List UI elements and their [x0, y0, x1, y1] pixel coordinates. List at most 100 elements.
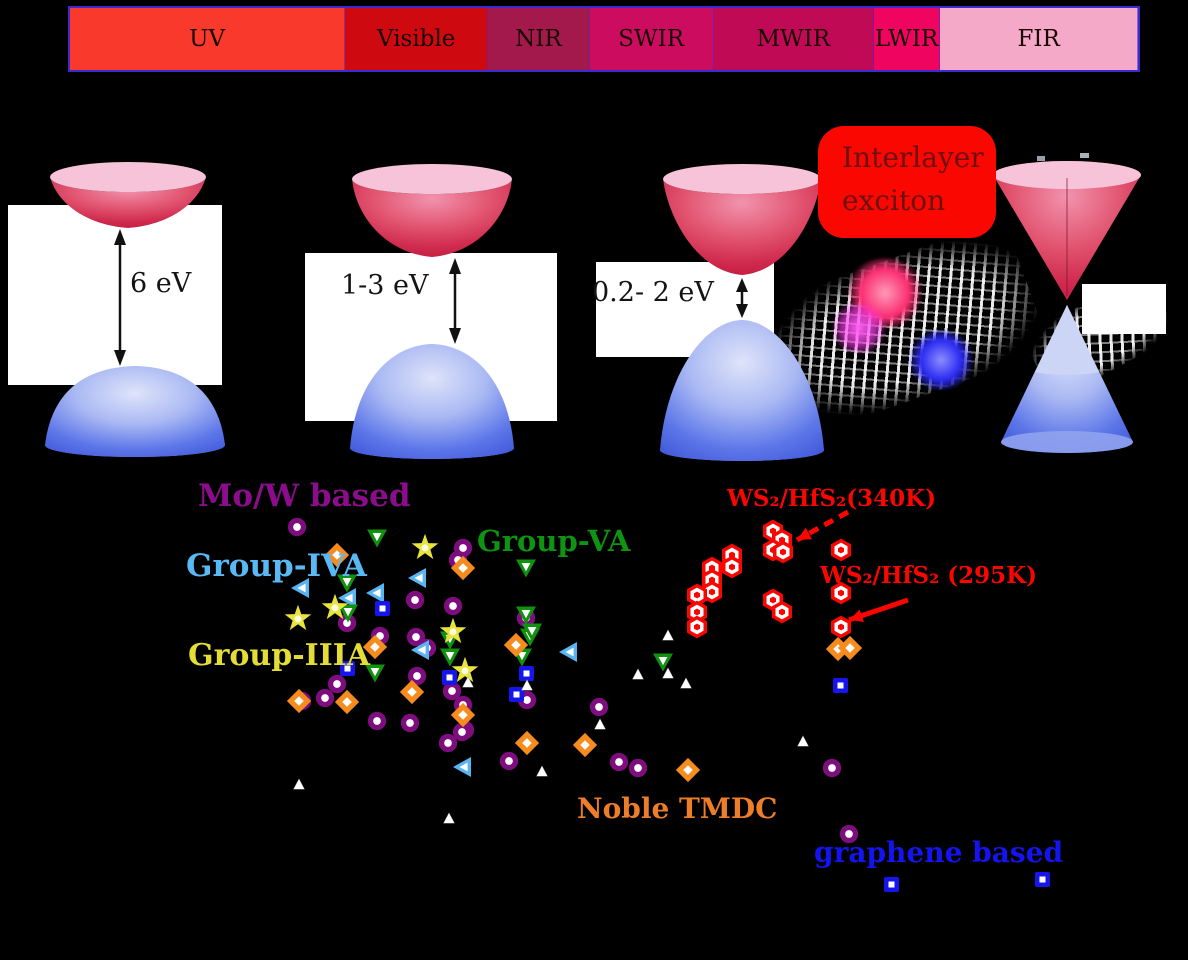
series-label: Noble TMDC: [577, 792, 778, 825]
tiny-mark-icon: [1037, 156, 1045, 161]
scatter-point-square: [517, 664, 536, 683]
gap-label-narrow: 0.2- 2 eV: [592, 277, 714, 308]
scatter-point-triangle-up: [661, 666, 675, 680]
scatter-point-hexagon: [685, 600, 709, 624]
series-label: Mo/W based: [198, 478, 411, 514]
band-diagram-mid-gap: [350, 164, 514, 459]
scatter-point-triangle-up: [535, 764, 549, 778]
scatter-point-triangle-down: [335, 571, 359, 595]
series-label: Group-IVA: [186, 548, 367, 584]
scatter-point-diamond: [334, 689, 360, 715]
series-label: WS₂/HfS₂(340K): [727, 485, 936, 512]
scatter-point-diamond: [399, 679, 425, 705]
scatter-point-triangle-left: [405, 566, 429, 590]
scatter-point-circle: [442, 595, 464, 617]
scatter-point-triangle-up: [461, 675, 475, 689]
scatter-point-triangle-down: [365, 526, 389, 550]
interlayer-exciton-text-line1: Interlayer: [842, 141, 984, 174]
gap-label-mid: 1-3 eV: [341, 270, 429, 301]
spectrum-segment-label: UV: [189, 26, 226, 52]
scatter-point-diamond: [514, 730, 540, 756]
spectrum-segment-label: Visible: [377, 26, 456, 52]
scatter-point-triangle-down: [514, 603, 538, 627]
scatter-point-circle: [326, 673, 348, 695]
scatter-point-star: [411, 533, 439, 561]
scatter-point-hexagon: [771, 540, 795, 564]
scatter-point-star: [284, 604, 312, 632]
scatter-point-diamond: [286, 688, 312, 714]
gap-label-wide: 6 eV: [130, 268, 192, 299]
scatter-point-square: [507, 685, 526, 704]
spectrum-segment-fir: FIR: [940, 8, 1138, 70]
annotation-arrowhead-icon: [797, 527, 812, 540]
scatter-point-hexagon: [829, 538, 853, 562]
scatter-point-diamond: [450, 555, 476, 581]
scatter-point-triangle-up: [661, 628, 675, 642]
scatter-point-triangle-down: [363, 661, 387, 685]
scatter-point-triangle-up: [520, 678, 534, 692]
scatter-point-square: [831, 676, 850, 695]
scatter-point-circle: [286, 516, 308, 538]
tiny-mark-icon: [1080, 153, 1089, 158]
white-backdrop-1: [8, 205, 222, 385]
scatter-point-circle: [627, 757, 649, 779]
exciton-magenta-glow-icon: [830, 302, 888, 354]
scatter-point-circle: [366, 710, 388, 732]
scatter-point-star: [439, 617, 467, 645]
scatter-point-circle: [498, 750, 520, 772]
scatter-point-circle: [441, 680, 463, 702]
band-diagram-wide-gap: [45, 162, 225, 457]
spectrum-segment-uv: UV: [70, 8, 346, 70]
interlayer-exciton-text-line2: exciton: [842, 184, 946, 218]
series-label: WS₂/HfS₂ (295K): [820, 562, 1037, 589]
scatter-point-circle: [399, 712, 421, 734]
scatter-point-circle: [821, 757, 843, 779]
scatter-point-triangle-left: [288, 576, 312, 600]
scatter-point-triangle-up: [593, 717, 607, 731]
scatter-point-hexagon: [720, 555, 744, 579]
spectrum-segment-label: LWIR: [874, 26, 939, 52]
scatter-point-diamond: [450, 702, 476, 728]
scatter-point-diamond: [675, 757, 701, 783]
scatter-point-square: [440, 668, 459, 687]
spectrum-segment-lwir: LWIR: [873, 8, 941, 70]
scatter-point-circle: [437, 732, 459, 754]
scatter-point-triangle-down: [514, 556, 538, 580]
scatter-point-hexagon: [685, 583, 709, 607]
spectrum-segment-label: SWIR: [618, 26, 685, 52]
scatter-point-diamond: [362, 634, 388, 660]
spectrum-segment-nir: NIR: [488, 8, 590, 70]
scatter-point-circle: [451, 721, 473, 743]
scatter-point-diamond: [503, 632, 529, 658]
scatter-point-hexagon: [829, 615, 853, 639]
scatter-point-triangle-down: [520, 620, 544, 644]
scatter-point-triangle-down: [651, 650, 675, 674]
scatter-point-triangle-left: [363, 581, 387, 605]
scatter-point-star: [451, 656, 479, 684]
scatter-point-triangle-up: [631, 667, 645, 681]
scatter-point-star: [321, 593, 349, 621]
band-diagram-dirac-cone: [993, 153, 1141, 453]
scatter-point-triangle-down: [336, 601, 360, 625]
spectrum-segment-label: NIR: [515, 26, 562, 52]
scatter-point-triangle-left: [450, 755, 474, 779]
interlayer-exciton-callout: Interlayer exciton: [818, 126, 996, 238]
scatter-point-circle: [404, 589, 426, 611]
series-label: Group-VA: [477, 524, 631, 558]
scatter-point-triangle-up: [442, 811, 456, 825]
scatter-point-triangle-left: [556, 640, 580, 664]
scatter-point-circle: [608, 751, 630, 773]
scatter-point-square: [882, 875, 901, 894]
scatter-point-triangle-left: [408, 638, 432, 662]
spectrum-segment-swir: SWIR: [589, 8, 714, 70]
scatter-point-hexagon: [685, 615, 709, 639]
scatter-point-circle: [314, 687, 336, 709]
spectrum-segment-mwir: MWIR: [713, 8, 874, 70]
spectrum-segment-visible: Visible: [345, 8, 489, 70]
scatter-point-square: [1033, 870, 1052, 889]
band-diagram-narrow-gap: [660, 164, 824, 461]
scatter-point-triangle-up: [679, 676, 693, 690]
spectrum-segment-label: FIR: [1017, 26, 1060, 52]
